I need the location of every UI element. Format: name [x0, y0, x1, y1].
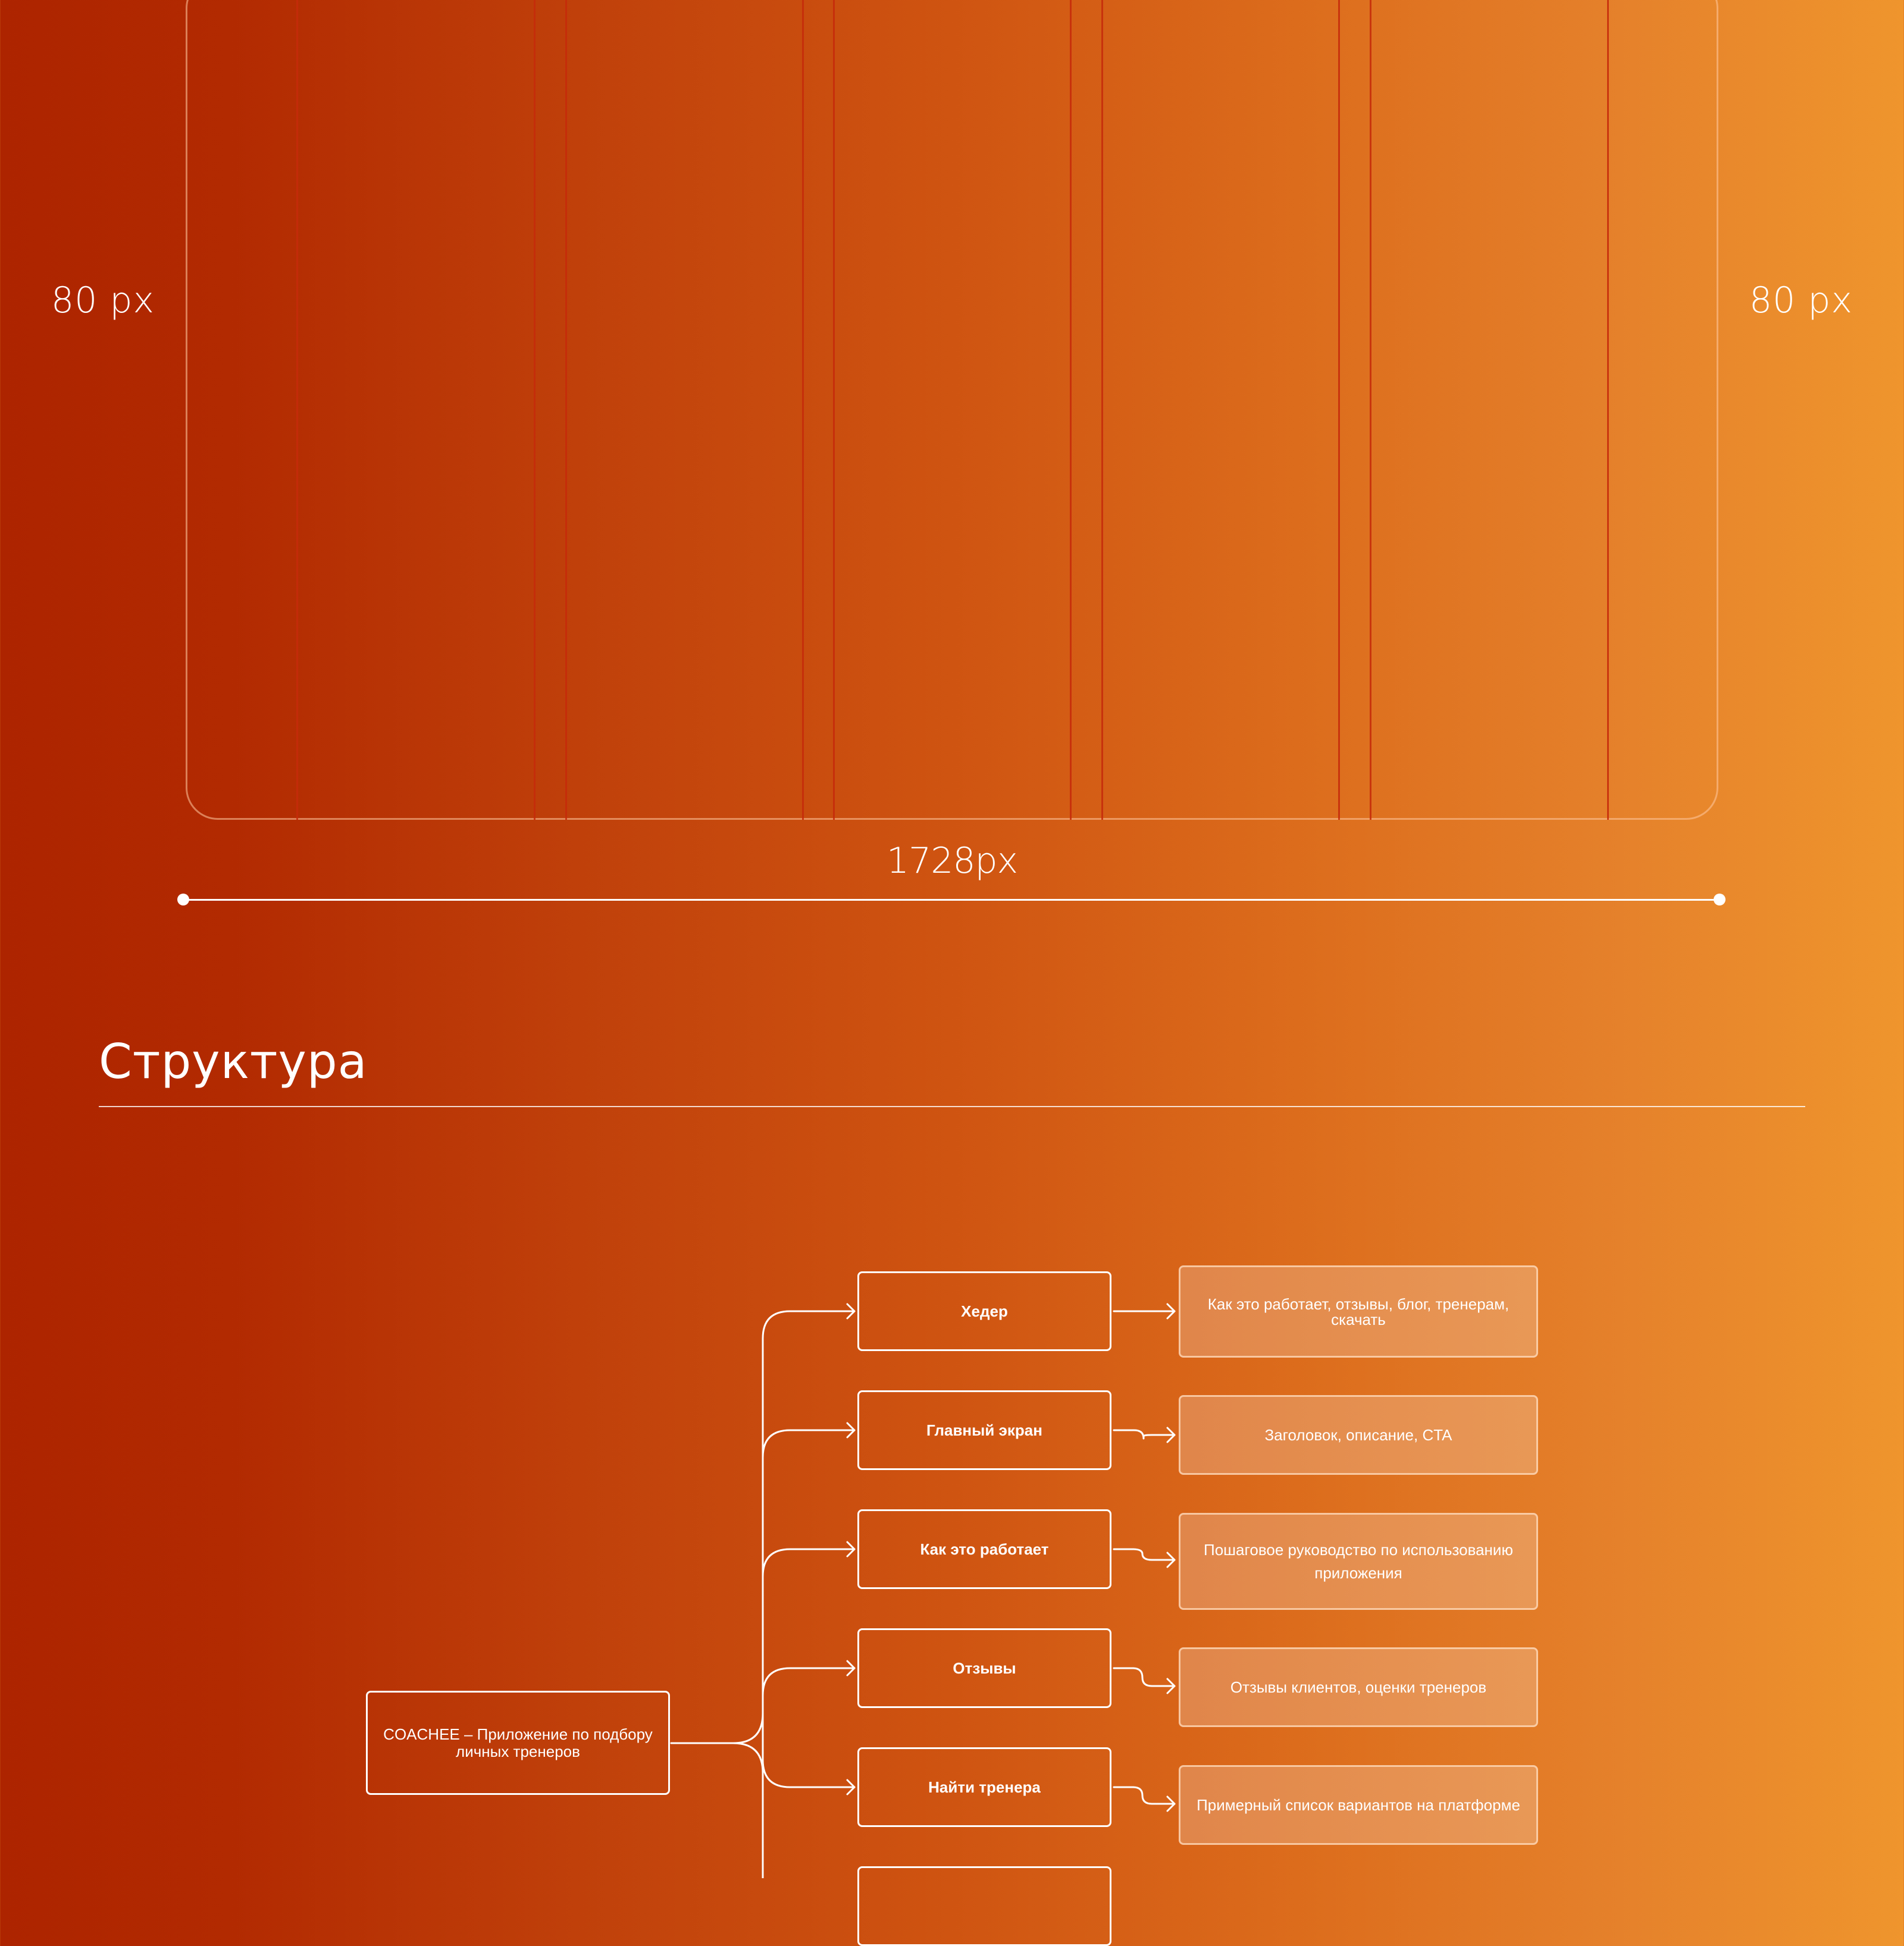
ruler-end-dot [1714, 894, 1726, 905]
section-node-header: Хедер [857, 1271, 1111, 1351]
right-margin-label: 80 px [1749, 280, 1853, 321]
arrow-icon [1166, 1795, 1176, 1812]
detail-connector [1113, 1548, 1176, 1561]
branch-connector [762, 1759, 856, 1788]
grid-column-line [802, 0, 804, 820]
detail-connector [1113, 1429, 1176, 1440]
detail-node-header: Как это работает, отзывы, блог, тренерам… [1179, 1265, 1538, 1358]
detail-connector [1113, 1786, 1176, 1805]
branch-connector [762, 1310, 856, 1340]
branch-connector [762, 1548, 856, 1578]
detail-node-find-trainer: Примерный список вариантов на платформе [1179, 1765, 1538, 1845]
layout-grid-frame [186, 0, 1718, 820]
arrow-icon [1166, 1552, 1176, 1568]
arrow-icon [1166, 1427, 1176, 1443]
ruler-start-dot [177, 894, 189, 905]
arrow-icon [846, 1660, 856, 1676]
arrow-icon [846, 1541, 856, 1558]
arrow-icon [1166, 1303, 1176, 1320]
width-ruler-line [183, 899, 1720, 901]
root-node: COACHEE – Приложение по подбору личных т… [366, 1691, 670, 1795]
branch-connector [762, 1429, 856, 1459]
arrow-icon [846, 1422, 856, 1439]
section-divider [99, 1106, 1805, 1107]
grid-column-line [1101, 0, 1103, 820]
section-title: Структура [99, 1034, 368, 1089]
grid-column-line [1070, 0, 1072, 820]
detail-node-how-it-works: Пошаговое руководство по использованию п… [1179, 1513, 1538, 1610]
grid-column-line [1338, 0, 1340, 820]
grid-column-line [534, 0, 536, 820]
detail-node-reviews: Отзывы клиентов, оценки тренеров [1179, 1647, 1538, 1727]
section-node-reviews: Отзывы [857, 1628, 1111, 1708]
grid-column-line [1370, 0, 1371, 820]
section-node-how-it-works: Как это работает [857, 1509, 1111, 1589]
section-node-main-screen: Главный экран [857, 1390, 1111, 1470]
left-margin-label: 80 px [51, 280, 155, 321]
root-connector [670, 1712, 764, 1744]
layout-width-label: 1728px [886, 840, 1018, 882]
section-node-next [857, 1866, 1111, 1946]
arrow-icon [1166, 1678, 1176, 1694]
detail-connector [1113, 1667, 1176, 1687]
branch-connector [762, 1667, 856, 1697]
root-connector [732, 1742, 764, 1774]
arrow-icon [846, 1779, 856, 1795]
grid-column-line [1607, 0, 1609, 820]
arrow-icon [846, 1303, 856, 1320]
section-node-find-trainer: Найти тренера [857, 1747, 1111, 1827]
detail-node-main-screen: Заголовок, описание, CTA [1179, 1395, 1538, 1475]
grid-column-line [565, 0, 567, 820]
grid-column-line [833, 0, 835, 820]
grid-column-line [296, 0, 298, 820]
